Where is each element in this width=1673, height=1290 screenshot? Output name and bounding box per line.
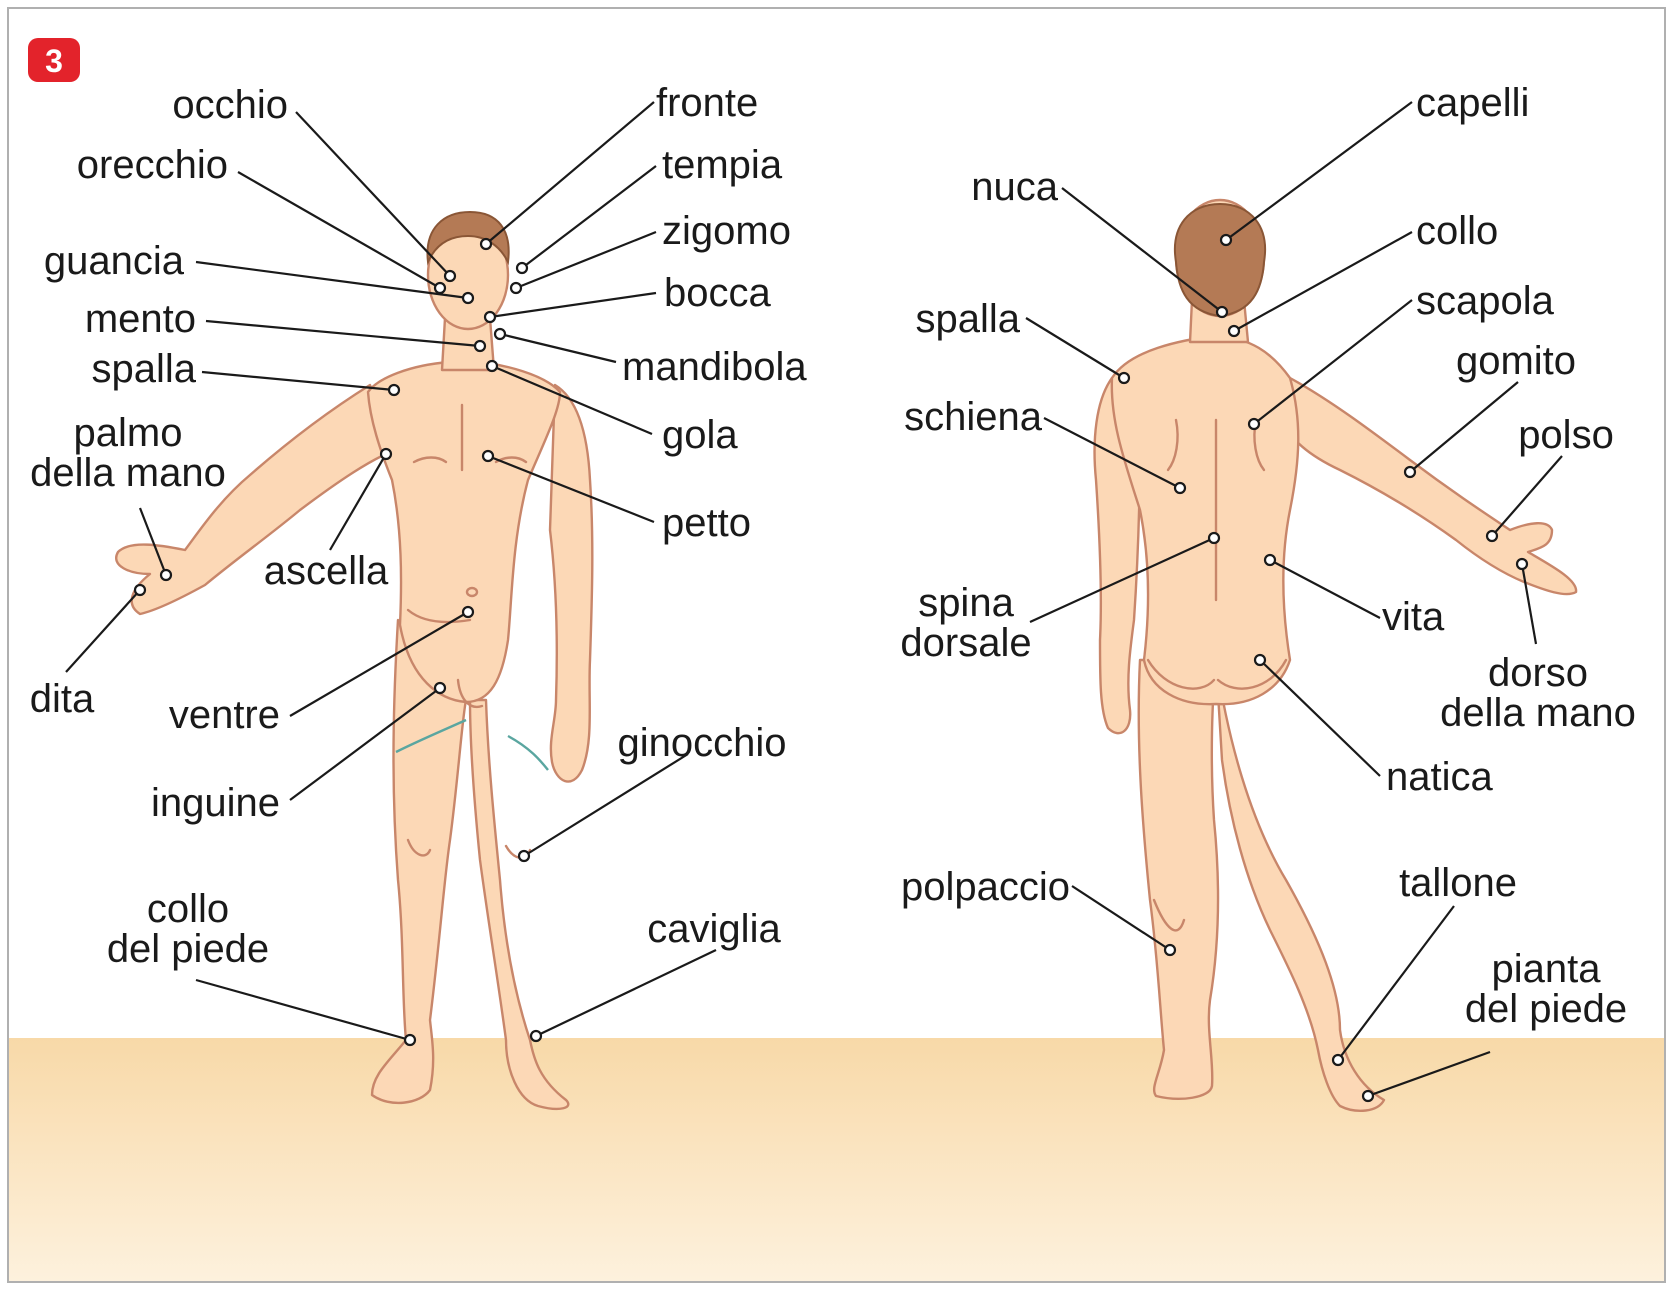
label-tempia: tempia — [662, 143, 783, 187]
back-right-leg — [1214, 658, 1386, 1112]
back-labels: nuca spalla schiena spina dorsale polpac… — [900, 81, 1635, 1031]
label-dita: dita — [30, 677, 95, 721]
label-petto: petto — [662, 501, 751, 545]
label-nuca: nuca — [971, 165, 1058, 209]
front-left-leg — [370, 618, 468, 1105]
label-vita: vita — [1382, 595, 1445, 639]
label-spina-line2: dorsale — [900, 621, 1031, 665]
back-left-leg — [1137, 658, 1220, 1100]
label-ventre: ventre — [169, 693, 280, 737]
label-collo-back: collo — [1416, 209, 1498, 253]
back-right-arm — [1280, 376, 1578, 596]
label-pianta-line2: del piede — [1465, 987, 1627, 1031]
front-labels: occhio orecchio guancia mento spalla pal… — [30, 81, 808, 971]
label-pianta-line1: pianta — [1492, 947, 1602, 991]
label-dorso-line2: della mano — [1440, 691, 1636, 735]
label-spalla-back: spalla — [915, 297, 1020, 341]
point-markers — [133, 233, 1529, 1103]
label-tallone: tallone — [1399, 861, 1517, 905]
front-right-arm — [548, 383, 594, 783]
figure-number-badge: 3 — [28, 38, 80, 82]
back-hair — [1173, 202, 1267, 318]
label-schiena: schiena — [904, 395, 1043, 439]
label-occhio: occhio — [172, 83, 288, 127]
label-caviglia: caviglia — [647, 907, 781, 951]
label-fronte: fronte — [656, 81, 758, 125]
label-mento: mento — [85, 297, 196, 341]
label-gomito: gomito — [1456, 339, 1576, 383]
label-bocca: bocca — [664, 271, 771, 315]
label-ginocchio: ginocchio — [617, 721, 786, 765]
label-spina-line1: spina — [918, 581, 1014, 625]
leader-lines — [65, 101, 1563, 1098]
label-orecchio: orecchio — [77, 143, 228, 187]
label-natica: natica — [1386, 755, 1493, 799]
label-zigomo: zigomo — [662, 209, 791, 253]
label-spalla-front: spalla — [91, 347, 196, 391]
label-collo-piede-line2: del piede — [107, 927, 269, 971]
front-hair — [426, 210, 510, 266]
label-mandibola: mandibola — [622, 345, 807, 389]
label-scapola: scapola — [1416, 279, 1555, 323]
front-left-arm — [115, 383, 397, 616]
label-ascella: ascella — [264, 549, 389, 593]
label-collo-piede-line1: collo — [147, 887, 229, 931]
label-gola: gola — [662, 413, 738, 457]
label-guancia: guancia — [44, 239, 185, 283]
label-palmo-line2: della mano — [30, 451, 226, 495]
badge-number: 3 — [45, 43, 63, 79]
label-inguine: inguine — [151, 781, 280, 825]
label-polso: polso — [1518, 413, 1614, 457]
floor — [9, 1038, 1664, 1281]
label-dorso-line1: dorso — [1488, 651, 1588, 695]
front-right-leg — [468, 698, 570, 1111]
label-polpaccio: polpaccio — [901, 865, 1070, 909]
label-capelli: capelli — [1416, 81, 1529, 125]
label-palmo-line1: palmo — [74, 411, 183, 455]
